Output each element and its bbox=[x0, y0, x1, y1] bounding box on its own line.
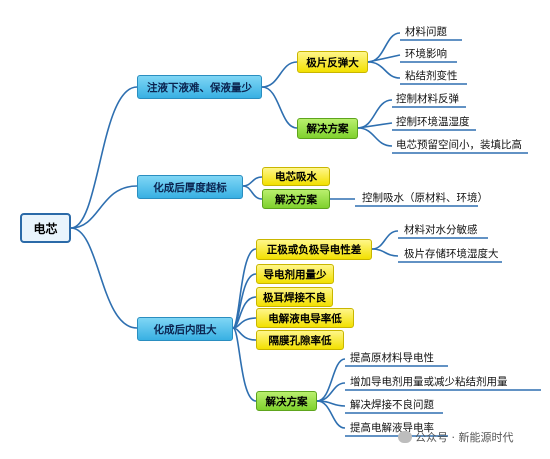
leaf-fix-welding: 解决焊接不良问题 bbox=[350, 399, 434, 411]
leaf-raise-material-conductivity: 提高原材料导电性 bbox=[350, 352, 434, 364]
leaf-binder-denature: 粘结剂变性 bbox=[405, 70, 458, 82]
leaf-control-rebound: 控制材料反弹 bbox=[396, 93, 459, 105]
leaf-adjust-agent-binder: 增加导电剂用量或减少粘结剂用量 bbox=[350, 376, 508, 388]
leaf-raise-electrolyte-conductivity: 提高电解液导电率 bbox=[350, 422, 434, 434]
group-node-conductive-agent[interactable]: 导电剂用量少 bbox=[256, 264, 334, 284]
leaf-reserved-space: 电芯预留空间小，装填比高 bbox=[396, 139, 522, 151]
watermark: 公众号 · 新能源时代 bbox=[398, 429, 514, 445]
leaf-moisture-sensitive: 材料对水分敏感 bbox=[404, 224, 478, 236]
watermark-text: 公众号 · 新能源时代 bbox=[415, 431, 514, 444]
group-node-poor-conductivity[interactable]: 正极或负极导电性差 bbox=[256, 239, 372, 260]
leaf-storage-humidity: 极片存储环境湿度大 bbox=[404, 248, 499, 260]
group-node-tab-welding[interactable]: 极耳焊接不良 bbox=[256, 287, 333, 307]
branch-node-thickness[interactable]: 化成后厚度超标 bbox=[137, 175, 243, 199]
group-node-solution-1[interactable]: 解决方案 bbox=[297, 118, 358, 139]
group-node-solution-2[interactable]: 解决方案 bbox=[262, 189, 330, 209]
wechat-icon bbox=[398, 431, 412, 443]
leaf-control-absorption: 控制吸水（原材料、环境） bbox=[362, 192, 488, 204]
group-node-separator-porosity[interactable]: 隔膜孔隙率低 bbox=[256, 330, 344, 350]
leaf-control-temp-humidity: 控制环境温湿度 bbox=[396, 116, 470, 128]
leaf-environment-impact: 环境影响 bbox=[405, 48, 447, 60]
group-node-water-absorption[interactable]: 电芯吸水 bbox=[262, 167, 330, 186]
group-node-solution-3[interactable]: 解决方案 bbox=[256, 391, 317, 411]
root-node[interactable]: 电芯 bbox=[20, 213, 71, 243]
leaf-material-issue: 材料问题 bbox=[405, 26, 447, 38]
branch-node-injection[interactable]: 注液下液难、保液量少 bbox=[137, 75, 262, 99]
group-node-electrolyte-conductivity[interactable]: 电解液电导率低 bbox=[256, 308, 354, 328]
group-node-electrode-rebound[interactable]: 极片反弹大 bbox=[297, 51, 368, 73]
branch-node-resistance[interactable]: 化成后内阻大 bbox=[137, 317, 233, 341]
